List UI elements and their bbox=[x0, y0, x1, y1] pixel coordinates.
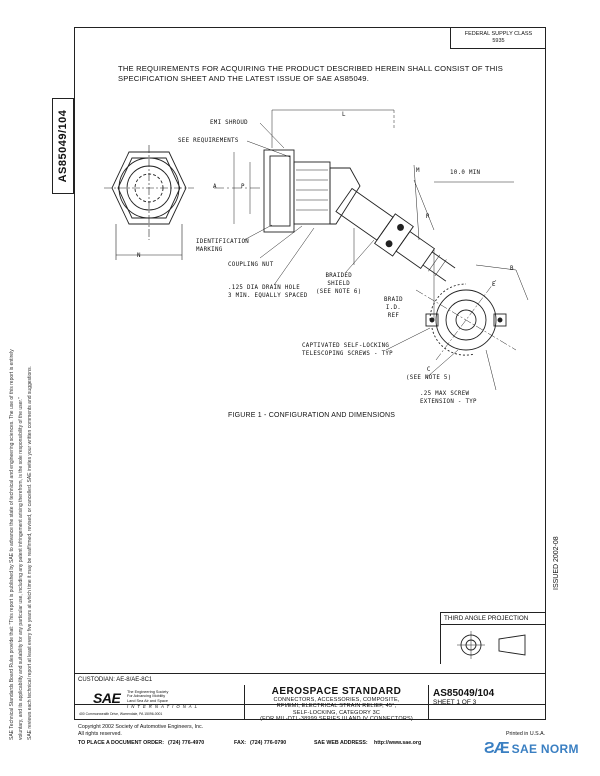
sheet-number: SHEET 1 OF 3 bbox=[433, 699, 477, 706]
sae-address: 400 Commonwealth Drive, Warrendale, PA 1… bbox=[79, 712, 163, 716]
label-dim-a: A bbox=[213, 184, 217, 190]
label-dim-e: E bbox=[492, 282, 496, 288]
fax-number: (724) 776-0790 bbox=[250, 740, 287, 746]
rights: All rights reserved. bbox=[78, 731, 122, 737]
standard-type: AEROSPACE STANDARD bbox=[271, 686, 402, 697]
issued-date: ISSUED 2002-08 bbox=[553, 536, 560, 590]
figure-caption: FIGURE 1 - CONFIGURATION AND DIMENSIONS bbox=[228, 412, 396, 419]
document-id-vertical: AS85049/104 bbox=[57, 109, 69, 183]
front-view bbox=[104, 145, 194, 260]
requirements-text: THE REQUIREMENTS FOR ACQUIRING THE PRODU… bbox=[118, 64, 503, 83]
label-dim-n: N bbox=[137, 253, 141, 259]
disclaimer-line-1: SAE Technical Standards Board Rules prov… bbox=[9, 349, 15, 740]
order-phone: (724) 776-4970 bbox=[168, 740, 205, 746]
side-view bbox=[214, 109, 514, 320]
fsc-value: 5935 bbox=[492, 38, 505, 44]
custodian: CUSTODIAN: AE-8/AE-8C1 bbox=[74, 673, 546, 685]
label-c-note: C (SEE NOTE 5) bbox=[406, 367, 452, 381]
label-coupling-nut: COUPLING NUT bbox=[228, 262, 274, 268]
label-dim-b: B bbox=[510, 266, 514, 272]
label-max-screw: .25 MAX SCREW EXTENSION - TYP bbox=[420, 391, 477, 405]
document-id-tab: AS85049/104 bbox=[52, 98, 74, 194]
label-dim-m: M bbox=[416, 168, 420, 174]
fax-label: FAX: bbox=[234, 740, 247, 746]
web-label: SAE WEB ADDRESS: bbox=[314, 740, 368, 746]
sae-norm-text: SAE NORM bbox=[511, 742, 579, 756]
label-braid-id: BRAID I.D. REF bbox=[384, 297, 403, 319]
third-angle-title: THIRD ANGLE PROJECTION bbox=[441, 613, 546, 625]
disclaimer-line-2: voluntary, and its applicability and sui… bbox=[18, 397, 24, 740]
sae-logo: SAE bbox=[93, 690, 121, 706]
printed-in: Printed in U.S.A. bbox=[506, 731, 546, 737]
federal-supply-class: FEDERAL SUPPLY CLASS 5935 bbox=[450, 27, 546, 49]
label-dim-p: P bbox=[241, 184, 245, 190]
label-10-min: 10.0 MIN bbox=[450, 170, 481, 176]
label-captivated-screws: CAPTIVATED SELF-LOCKING TELESCOPING SCRE… bbox=[302, 343, 393, 357]
legal-disclaimer: SAE Technical Standards Board Rules prov… bbox=[8, 180, 35, 740]
document-description: CONNECTORS, ACCESSORIES, COMPOSITE, RFI/… bbox=[260, 697, 413, 723]
sae-tagline: The Engineering Society For Advancing Mo… bbox=[127, 690, 169, 703]
label-drain-hole: .125 DIA DRAIN HOLE 3 MIN. EQUALLY SPACE… bbox=[228, 285, 308, 299]
label-braided-shield: BRAIDED SHIELD (SEE NOTE 6) bbox=[316, 273, 362, 295]
projection-symbol bbox=[457, 631, 526, 659]
third-angle-projection: THIRD ANGLE PROJECTION bbox=[440, 612, 546, 664]
order-label: TO PLACE A DOCUMENT ORDER: bbox=[78, 740, 165, 746]
web-address[interactable]: http://www.sae.org bbox=[374, 740, 422, 746]
sae-international: INTERNATIONAL bbox=[127, 704, 201, 709]
fsc-label: FEDERAL SUPPLY CLASS bbox=[464, 31, 533, 37]
label-dim-l: L bbox=[342, 112, 346, 118]
label-identification-marking: IDENTIFICATION MARKING bbox=[196, 239, 250, 253]
label-emi-shroud: EMI SHROUD bbox=[210, 120, 248, 126]
end-view bbox=[385, 264, 529, 391]
disclaimer-line-3: SAE reviews each technical report at lea… bbox=[27, 366, 33, 740]
label-see-requirements: SEE REQUIREMENTS bbox=[178, 138, 239, 144]
sae-logo-area: SAE The Engineering Society For Advancin… bbox=[75, 685, 245, 720]
document-number: AS85049/104 bbox=[433, 688, 495, 699]
document-number-area: AS85049/104 SHEET 1 OF 3 bbox=[429, 685, 547, 720]
title-description: AEROSPACE STANDARD CONNECTORS, ACCESSORI… bbox=[245, 685, 429, 723]
copyright: Copyright 2002 Society of Automotive Eng… bbox=[78, 724, 204, 730]
technical-drawing bbox=[104, 109, 529, 391]
label-dim-r: R bbox=[426, 214, 430, 220]
sheet-frame bbox=[74, 27, 546, 705]
sae-norm-logo-icon: ƧÆ bbox=[484, 740, 510, 757]
title-block: SAE The Engineering Society For Advancin… bbox=[74, 685, 547, 723]
